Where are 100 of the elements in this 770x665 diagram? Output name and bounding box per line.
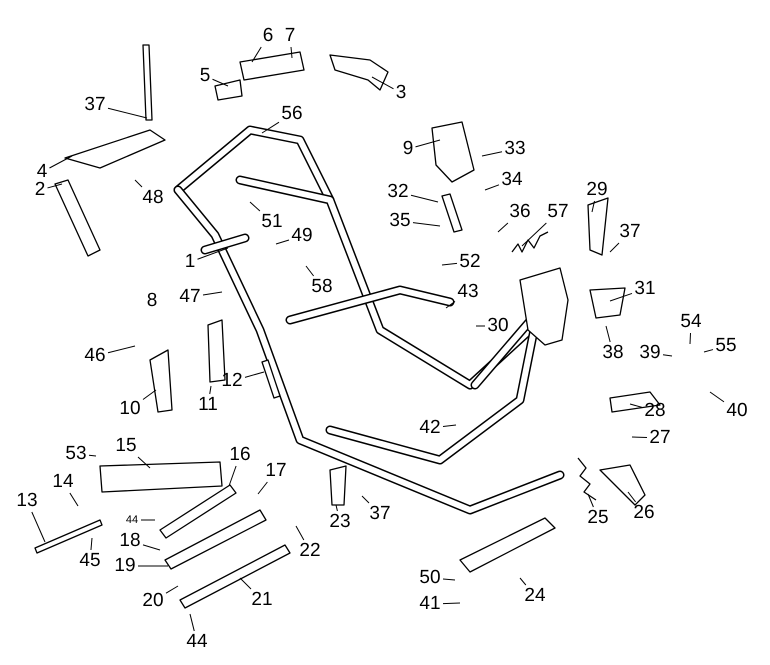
callout-number: 29: [585, 180, 609, 200]
leader-line: [610, 292, 632, 302]
callout-number: 5: [198, 66, 212, 86]
callout-number: 14: [51, 472, 75, 492]
leader-line: [415, 140, 440, 148]
callout-number: 19: [113, 556, 137, 576]
callout-number: 53: [64, 444, 88, 464]
callout-number: 58: [310, 277, 334, 297]
leader-line: [606, 326, 611, 342]
leader-line: [49, 156, 72, 168]
leader-line: [520, 578, 526, 586]
leader-line: [108, 108, 148, 118]
leader-line: [446, 300, 456, 308]
leader-line: [244, 372, 264, 378]
leader-line: [142, 544, 160, 550]
leader-line: [484, 184, 500, 190]
callout-number: 57: [546, 202, 570, 222]
leader-line: [704, 349, 714, 352]
leader-line: [250, 202, 260, 212]
leader-line: [31, 512, 46, 542]
callout-number: 44: [124, 514, 140, 526]
callout-number: 48: [141, 188, 165, 208]
leader-line: [290, 46, 292, 58]
leader-line: [372, 76, 394, 90]
callout-number: 50: [418, 568, 442, 588]
callout-number: 36: [508, 202, 532, 222]
callout-number: 26: [632, 503, 656, 523]
leader-line: [262, 122, 280, 134]
leader-line: [88, 454, 96, 456]
leader-line: [588, 494, 594, 508]
leader-line: [690, 332, 691, 344]
callout-number: 15: [114, 436, 138, 456]
callout-number: 13: [15, 491, 39, 511]
callout-number: 37: [618, 222, 642, 242]
callout-number: 42: [418, 418, 442, 438]
leader-line: [166, 586, 178, 594]
leader-line: [628, 492, 636, 502]
callout-number: 52: [458, 252, 482, 272]
callout-number: 8: [146, 291, 158, 311]
leader-line: [610, 242, 620, 252]
callout-number: 7: [284, 26, 296, 46]
callout-number: 4: [36, 162, 48, 182]
leader-line: [710, 392, 724, 402]
callout-number: 56: [280, 104, 304, 124]
leader-line: [197, 248, 228, 260]
callout-number: 25: [586, 508, 610, 528]
callout-number: 47: [178, 287, 202, 307]
callout-number: 12: [220, 371, 244, 391]
callout-number: 40: [725, 401, 749, 421]
callout-number: 20: [141, 591, 165, 611]
leader-line: [190, 614, 195, 632]
leader-line: [442, 424, 456, 427]
leader-line: [240, 578, 252, 590]
leader-line: [498, 222, 508, 232]
callout-number: 32: [386, 182, 410, 202]
callout-number: 10: [118, 399, 142, 419]
callout-number: 6: [262, 26, 274, 46]
callout-number: 28: [643, 401, 667, 421]
leader-line: [442, 602, 460, 604]
callout-number: 44: [185, 632, 209, 652]
leader-line: [138, 456, 150, 468]
callout-number: 11: [196, 395, 220, 415]
callout-number: 39: [638, 343, 662, 363]
callout-number: 51: [260, 212, 284, 232]
leader-line: [276, 240, 290, 244]
leader-line: [662, 354, 672, 356]
callout-number: 54: [679, 312, 703, 332]
callout-number: 21: [250, 590, 274, 610]
leader-line: [134, 180, 142, 188]
callout-number: 18: [118, 531, 142, 551]
leader-line: [69, 492, 78, 506]
callout-number: 55: [714, 336, 738, 356]
callout-number: 33: [503, 139, 527, 159]
callout-number: 37: [83, 95, 107, 115]
leader-line: [202, 292, 222, 296]
callout-number: 31: [633, 279, 657, 299]
leader-line: [410, 194, 438, 202]
leader-line: [632, 436, 648, 438]
leader-line: [412, 222, 440, 226]
callout-number: 2: [34, 180, 46, 200]
leader-line: [522, 222, 547, 246]
callout-number: 30: [486, 316, 510, 336]
leader-line: [228, 466, 237, 486]
callout-number: 34: [500, 170, 524, 190]
leader-line: [362, 496, 370, 504]
callout-number: 22: [298, 541, 322, 561]
callout-number: 46: [83, 346, 107, 366]
leader-line: [482, 151, 502, 156]
callout-number: 3: [394, 83, 408, 103]
callout-number: 9: [402, 139, 414, 159]
callout-number: 37: [368, 504, 392, 524]
leader-line: [442, 262, 458, 266]
callout-number: 24: [523, 586, 547, 606]
leader-line: [209, 386, 212, 394]
leader-line: [592, 200, 595, 212]
callout-number: 1: [184, 252, 196, 272]
callout-number: 17: [264, 461, 288, 481]
leader-line: [306, 266, 314, 276]
callout-number: 27: [648, 428, 672, 448]
callout-number: 41: [418, 594, 442, 614]
